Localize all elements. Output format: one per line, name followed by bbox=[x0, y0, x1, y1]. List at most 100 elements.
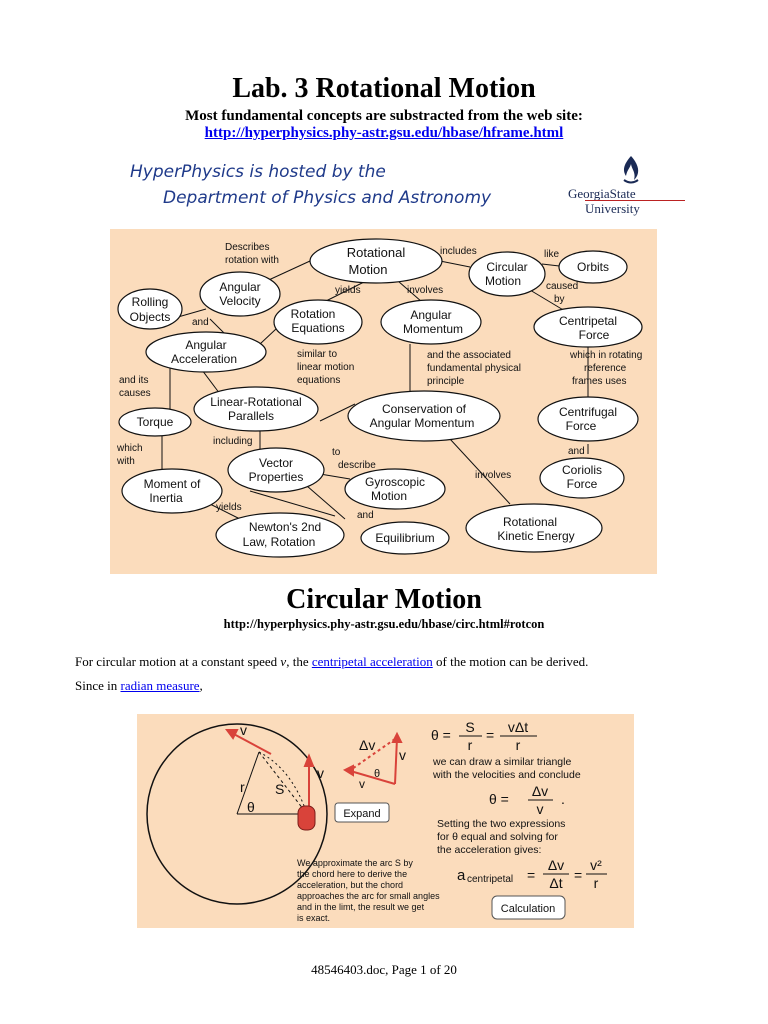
link-label: causes bbox=[119, 388, 151, 399]
text2-line: for θ equal and solving for bbox=[437, 831, 558, 843]
page-title: Lab. 3 Rotational Motion bbox=[232, 73, 536, 104]
link-label: and its bbox=[119, 375, 148, 386]
link-label: reference bbox=[584, 363, 627, 374]
node-text: Motion bbox=[485, 274, 521, 288]
node-text: Force bbox=[567, 477, 598, 491]
node-centripetal-force bbox=[533, 306, 643, 348]
node-text: Angular bbox=[410, 308, 451, 322]
node-equilibrium bbox=[360, 521, 450, 555]
label-v-bottom: v bbox=[359, 777, 365, 791]
node-circular-motion bbox=[468, 251, 546, 297]
velocity-arrow-top bbox=[229, 731, 272, 755]
para-text: , the bbox=[286, 654, 312, 669]
text1-line: with the velocities and conclude bbox=[432, 769, 581, 781]
circular-motion-figure: v r S θ v Δv v θ v Expand θ = S r = vΔt … bbox=[137, 714, 634, 928]
link-label: which in rotating bbox=[569, 350, 642, 361]
node-text: Equations bbox=[291, 321, 344, 335]
node-text: Angular Momentum bbox=[370, 416, 475, 430]
node-rotation-equations bbox=[273, 299, 363, 345]
node-text: Circular bbox=[486, 260, 527, 274]
section-url: http://hyperphysics.phy-astr.gsu.edu/hba… bbox=[223, 617, 545, 631]
radian-measure-link[interactable]: radian measure bbox=[120, 678, 200, 693]
concept-map-links bbox=[161, 258, 589, 520]
approx-line: approaches the arc for small angles bbox=[297, 891, 440, 901]
eq2-den: v bbox=[537, 801, 544, 817]
node-coriolis-force bbox=[539, 457, 625, 499]
link-label: yields bbox=[335, 285, 361, 296]
label-v: v bbox=[240, 722, 247, 738]
calculation-label: Calculation bbox=[501, 903, 555, 915]
expand-button[interactable]: Expand bbox=[334, 802, 390, 823]
banner-line-2: Department of Physics and Astronomy bbox=[163, 188, 492, 208]
source-link-container: http://hyperphysics.phy-astr.gsu.edu/hba… bbox=[0, 125, 768, 142]
para-text: of the motion can be derived. bbox=[432, 654, 589, 669]
node-text: Centrifugal bbox=[559, 405, 617, 419]
node-text: Linear-Rotational bbox=[210, 395, 301, 409]
arc-path bbox=[258, 751, 308, 815]
link-label: rotation with bbox=[225, 255, 279, 266]
expand-label: Expand bbox=[343, 808, 380, 820]
link-label: and bbox=[357, 510, 374, 521]
node-rotational-motion bbox=[309, 238, 443, 284]
orbiting-object bbox=[297, 805, 316, 831]
node-text: Momentum bbox=[403, 322, 463, 336]
node-gyroscopic-motion bbox=[344, 468, 446, 510]
link-label: and bbox=[568, 446, 585, 457]
node-text: Moment of bbox=[144, 477, 201, 491]
node-text: Rotational bbox=[503, 515, 557, 529]
gsu-name-1: GeorgiaState bbox=[568, 186, 636, 201]
node-text: Properties bbox=[249, 470, 304, 484]
node-centrifugal-force bbox=[537, 396, 639, 442]
hyperphysics-link[interactable]: http://hyperphysics.phy-astr.gsu.edu/hba… bbox=[204, 125, 564, 141]
node-text: Angular bbox=[185, 338, 226, 352]
link-label: caused bbox=[546, 281, 578, 292]
eq1-den2: r bbox=[516, 737, 521, 753]
circle-path bbox=[146, 723, 328, 905]
a-label: a bbox=[457, 867, 466, 884]
node-text: Centripetal bbox=[559, 314, 617, 328]
eq1-num: S bbox=[465, 719, 474, 735]
dv-arrow bbox=[351, 738, 396, 770]
paragraph-line-2: Since in radian measure, bbox=[75, 678, 203, 694]
node-text: Torque bbox=[137, 415, 174, 429]
label-delta-v: Δv bbox=[359, 737, 375, 753]
node-text: Rotation bbox=[291, 307, 336, 321]
node-text: Acceleration bbox=[171, 352, 237, 366]
concept-map-nodes bbox=[117, 238, 643, 558]
node-newtons-2nd bbox=[215, 512, 345, 558]
node-linear-rotational bbox=[193, 386, 319, 432]
approx-line: is exact. bbox=[297, 913, 330, 923]
label-v-triangle: v bbox=[399, 747, 406, 763]
link-label: including bbox=[213, 436, 252, 447]
velocity-arrows bbox=[225, 729, 403, 814]
eq3-num: Δv bbox=[548, 857, 564, 873]
concept-map-link-labels: Describes rotation with includes like yi… bbox=[116, 242, 642, 521]
node-angular-momentum bbox=[380, 299, 482, 345]
calculation-button[interactable]: Calculation bbox=[491, 895, 566, 920]
eq1-num2: vΔt bbox=[508, 719, 528, 735]
eq2-num: Δv bbox=[532, 783, 548, 799]
link-label: includes bbox=[440, 246, 477, 257]
link-label: fundamental physical bbox=[427, 363, 521, 374]
node-orbits bbox=[558, 250, 628, 284]
approx-line: acceleration, but the chord bbox=[297, 880, 403, 890]
link-label: frames uses bbox=[572, 376, 626, 387]
dv-triangle-side bbox=[346, 769, 396, 785]
node-rolling-objects bbox=[117, 288, 183, 330]
node-rotational-ke bbox=[465, 503, 603, 553]
link-label: with bbox=[116, 456, 135, 467]
page-subtitle: Most fundamental concepts are substracte… bbox=[185, 108, 583, 124]
centripetal-acceleration-link[interactable]: centripetal acceleration bbox=[311, 654, 433, 669]
para-text: For circular motion at a constant speed bbox=[75, 654, 281, 669]
node-text: Equilibrium bbox=[375, 531, 434, 545]
eq3-den: Δt bbox=[549, 875, 562, 891]
radius-line-2 bbox=[236, 751, 260, 815]
label-theta: θ bbox=[247, 799, 255, 815]
link-label: by bbox=[554, 294, 565, 305]
node-text: Inertia bbox=[149, 491, 183, 505]
link-label: and the associated bbox=[427, 350, 511, 361]
node-text: Objects bbox=[130, 310, 171, 324]
text1-line: we can draw a similar triangle bbox=[432, 756, 571, 768]
link-label: describe bbox=[338, 460, 376, 471]
gsu-underline bbox=[585, 200, 685, 201]
